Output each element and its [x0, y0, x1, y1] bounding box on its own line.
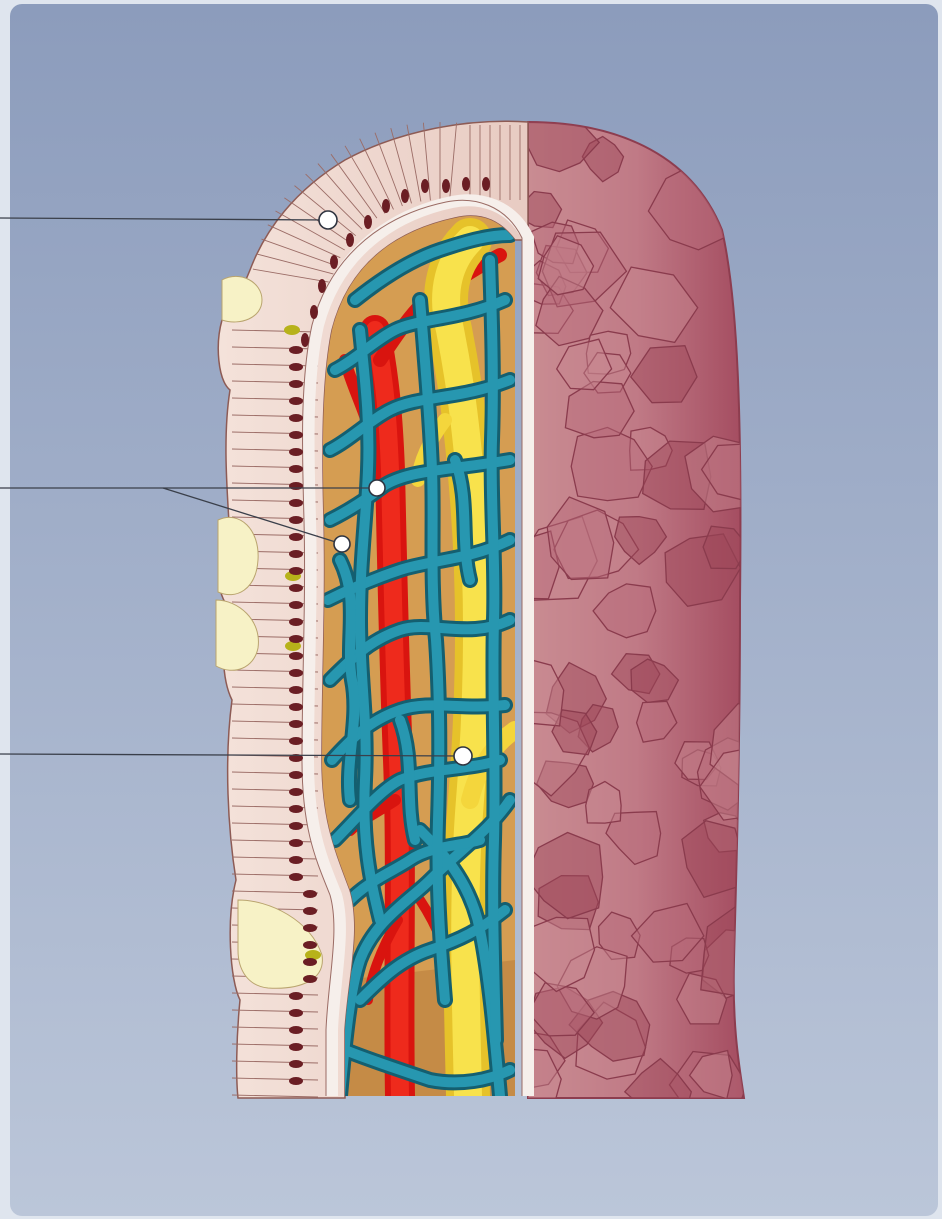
nucleus — [421, 179, 429, 193]
nucleus — [482, 177, 490, 191]
nucleus — [289, 856, 303, 864]
nucleus — [289, 805, 303, 813]
nucleus — [289, 448, 303, 456]
nucleus — [303, 890, 317, 898]
nucleus — [289, 465, 303, 473]
nucleus — [289, 771, 303, 779]
outer-tissue — [491, 108, 789, 1120]
nucleus — [289, 618, 303, 626]
nucleus — [303, 941, 317, 949]
nucleus — [318, 279, 326, 293]
nucleus — [330, 255, 338, 269]
nucleus — [346, 233, 354, 247]
goblet-nucleus — [284, 325, 300, 335]
nucleus — [289, 703, 303, 711]
nucleus — [289, 720, 303, 728]
nucleus — [289, 380, 303, 388]
nucleus — [289, 1077, 303, 1085]
nucleus — [310, 305, 318, 319]
surface-cell — [711, 108, 768, 170]
nucleus — [301, 333, 309, 347]
nucleus — [289, 482, 303, 490]
nucleus — [289, 686, 303, 694]
nucleus — [442, 179, 450, 193]
nucleus — [289, 516, 303, 524]
nucleus — [289, 873, 303, 881]
capillary-marker-1[interactable] — [369, 480, 385, 496]
nucleus — [289, 431, 303, 439]
capillary-lumen — [490, 260, 496, 1040]
nucleus — [289, 822, 303, 830]
nucleus — [289, 1009, 303, 1017]
nucleus — [289, 584, 303, 592]
nucleus — [289, 346, 303, 354]
nucleus — [289, 737, 303, 745]
nucleus — [382, 199, 390, 213]
nucleus — [289, 669, 303, 677]
nucleus — [289, 839, 303, 847]
nucleus — [289, 635, 303, 643]
capillary-marker-2[interactable] — [334, 536, 350, 552]
nucleus — [364, 215, 372, 229]
epithelium-marker[interactable] — [319, 211, 337, 229]
nucleus — [289, 499, 303, 507]
nucleus — [289, 992, 303, 1000]
nucleus — [303, 958, 317, 966]
nucleus — [289, 1026, 303, 1034]
nucleus — [289, 397, 303, 405]
nucleus — [289, 567, 303, 575]
nucleus — [289, 1043, 303, 1051]
lacteal-marker[interactable] — [454, 747, 472, 765]
nucleus — [289, 788, 303, 796]
nucleus — [289, 550, 303, 558]
surface-cell — [714, 113, 769, 166]
nucleus — [303, 907, 317, 915]
nucleus — [303, 975, 317, 983]
nucleus — [289, 414, 303, 422]
nucleus — [401, 189, 409, 203]
nucleus — [303, 924, 317, 932]
surface-cell — [703, 526, 749, 568]
nucleus — [289, 363, 303, 371]
nucleus — [289, 1060, 303, 1068]
nucleus — [289, 652, 303, 660]
nucleus — [289, 533, 303, 541]
nucleus — [462, 177, 470, 191]
nucleus — [289, 601, 303, 609]
